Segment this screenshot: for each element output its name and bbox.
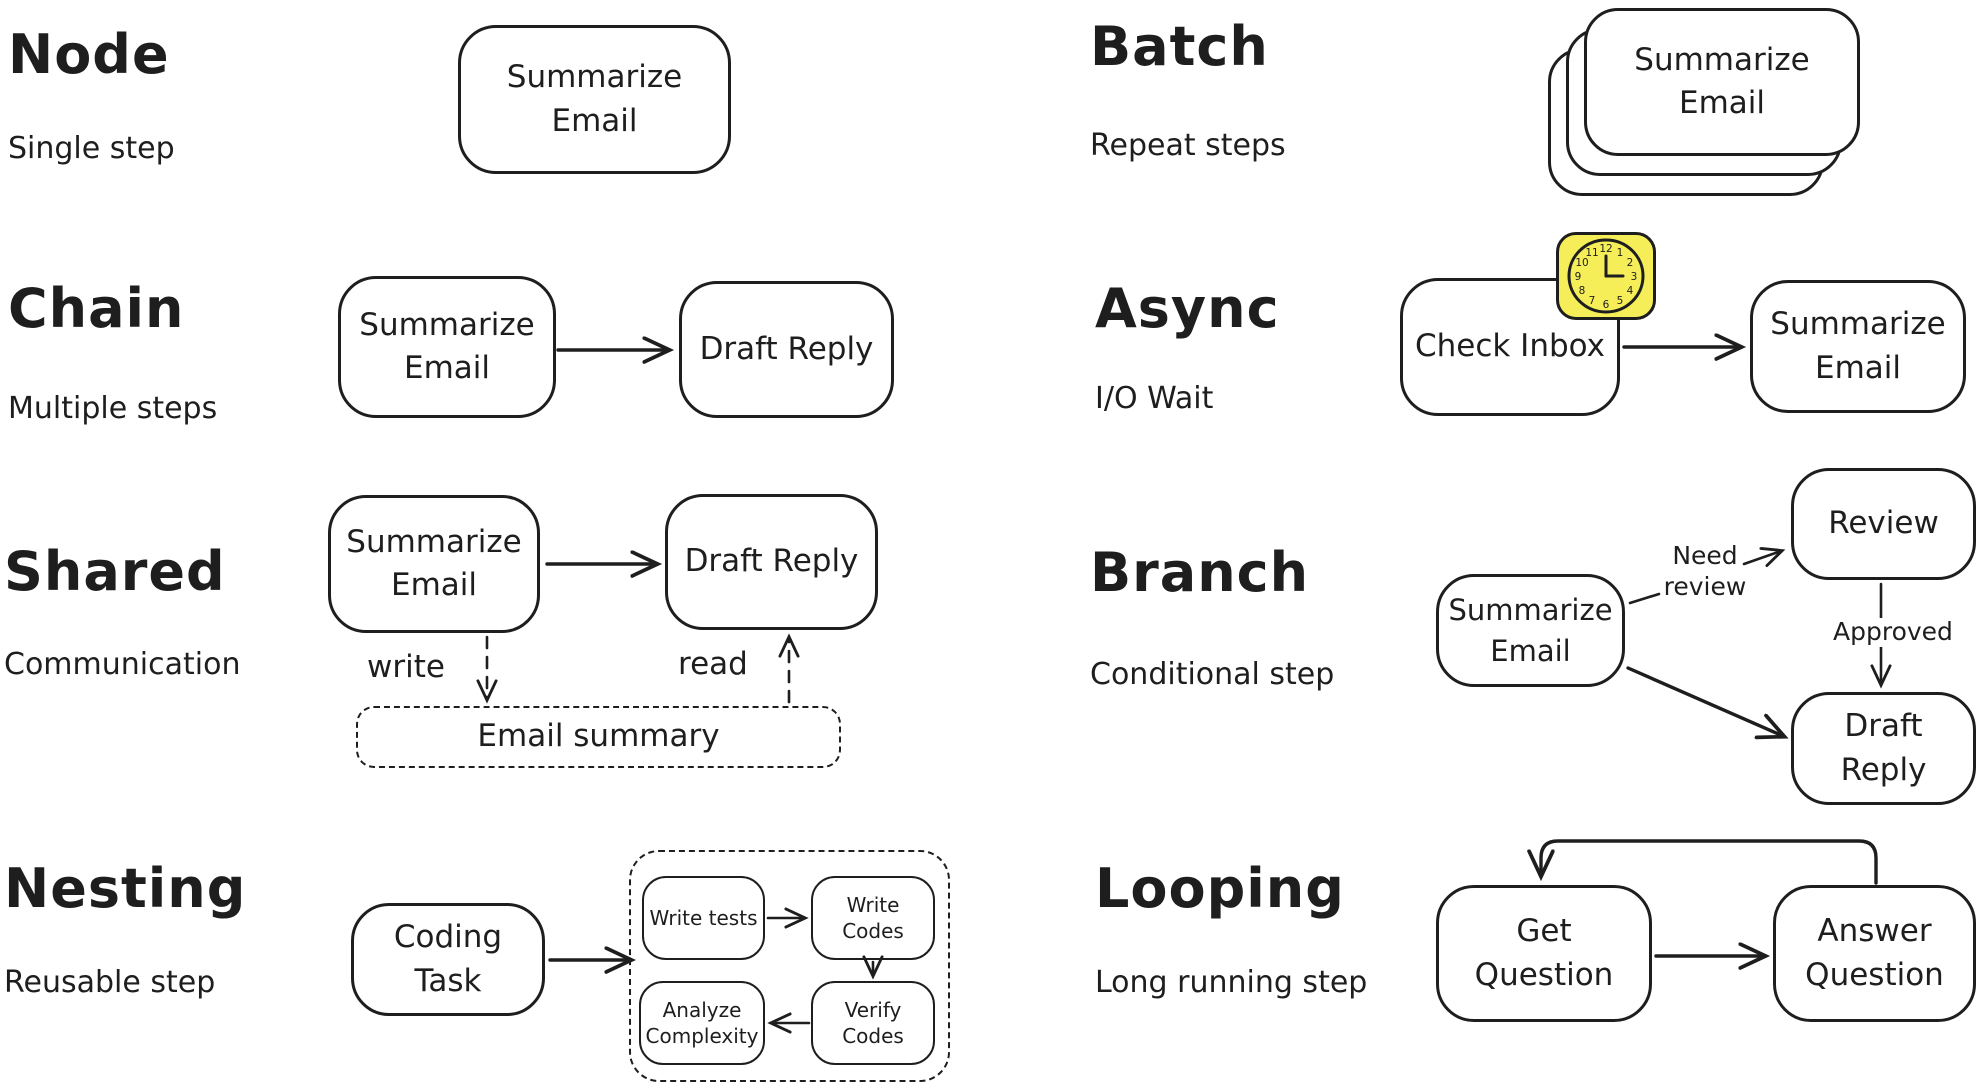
shared-title: Shared <box>4 540 226 603</box>
branch-subtitle: Conditional step <box>1090 657 1335 692</box>
shared-subtitle: Communication <box>4 647 241 682</box>
svg-text:6: 6 <box>1603 299 1610 311</box>
node-title: Node <box>8 23 170 86</box>
batch-title: Batch <box>1090 15 1269 78</box>
svg-text:9: 9 <box>1575 271 1582 283</box>
branch-need-review-label: Need review <box>1663 541 1747 602</box>
svg-text:2: 2 <box>1627 257 1634 269</box>
svg-text:1: 1 <box>1617 247 1624 259</box>
looping-title: Looping <box>1095 857 1345 920</box>
looping-box-answer-question: Answer Question <box>1773 885 1976 1022</box>
svg-text:5: 5 <box>1617 295 1624 307</box>
looping-back-arrow <box>1541 839 1878 885</box>
branch-title: Branch <box>1090 541 1310 604</box>
async-title: Async <box>1095 277 1280 340</box>
nesting-box-coding-task: Coding Task <box>351 903 545 1016</box>
async-subtitle: I/O Wait <box>1095 381 1214 416</box>
chain-subtitle: Multiple steps <box>8 391 218 426</box>
svg-text:3: 3 <box>1631 271 1638 283</box>
shared-store-email-summary: Email summary <box>356 706 841 768</box>
looping-subtitle: Long running step <box>1095 965 1368 1000</box>
shared-box-summarize-email: Summarize Email <box>328 495 540 633</box>
batch-box-summarize-email: Summarize Email <box>1584 8 1860 156</box>
chain-title: Chain <box>8 277 185 340</box>
branch-box-review: Review <box>1791 468 1976 580</box>
batch-subtitle: Repeat steps <box>1090 128 1286 163</box>
svg-text:7: 7 <box>1589 295 1596 307</box>
nesting-subtitle: Reusable step <box>4 965 216 1000</box>
svg-text:4: 4 <box>1627 285 1634 297</box>
shared-write-label: write <box>367 649 445 685</box>
clock-face: 12 1 2 3 4 5 6 7 8 9 10 11 <box>1567 238 1645 314</box>
async-box-check-inbox: Check Inbox <box>1400 278 1620 416</box>
looping-box-get-question: Get Question <box>1436 885 1652 1022</box>
nesting-box-write-codes: Write Codes <box>811 876 935 960</box>
nesting-box-write-tests: Write tests <box>642 876 765 960</box>
node-box-summarize-email: Summarize Email <box>458 25 731 174</box>
clock-icon: 12 1 2 3 4 5 6 7 8 9 10 11 <box>1556 232 1656 320</box>
svg-text:8: 8 <box>1579 285 1586 297</box>
async-box-summarize-email: Summarize Email <box>1750 280 1966 413</box>
chain-box-summarize-email: Summarize Email <box>338 276 556 418</box>
shared-box-draft-reply: Draft Reply <box>665 494 878 630</box>
nesting-box-verify-codes: Verify Codes <box>811 981 935 1065</box>
branch-box-summarize-email: Summarize Email <box>1436 574 1625 687</box>
branch-approved-label: Approved <box>1828 617 1958 647</box>
nesting-title: Nesting <box>4 857 247 920</box>
branch-box-draft-reply: Draft Reply <box>1791 692 1976 805</box>
svg-text:10: 10 <box>1575 257 1588 269</box>
nesting-box-analyze-complexity: Analyze Complexity <box>639 981 765 1065</box>
chain-box-draft-reply: Draft Reply <box>679 281 894 418</box>
svg-text:12: 12 <box>1599 243 1612 255</box>
branch-diagonal-arrow <box>1626 666 1783 736</box>
shared-read-label: read <box>678 646 748 682</box>
svg-text:11: 11 <box>1585 247 1598 259</box>
node-subtitle: Single step <box>8 131 175 166</box>
